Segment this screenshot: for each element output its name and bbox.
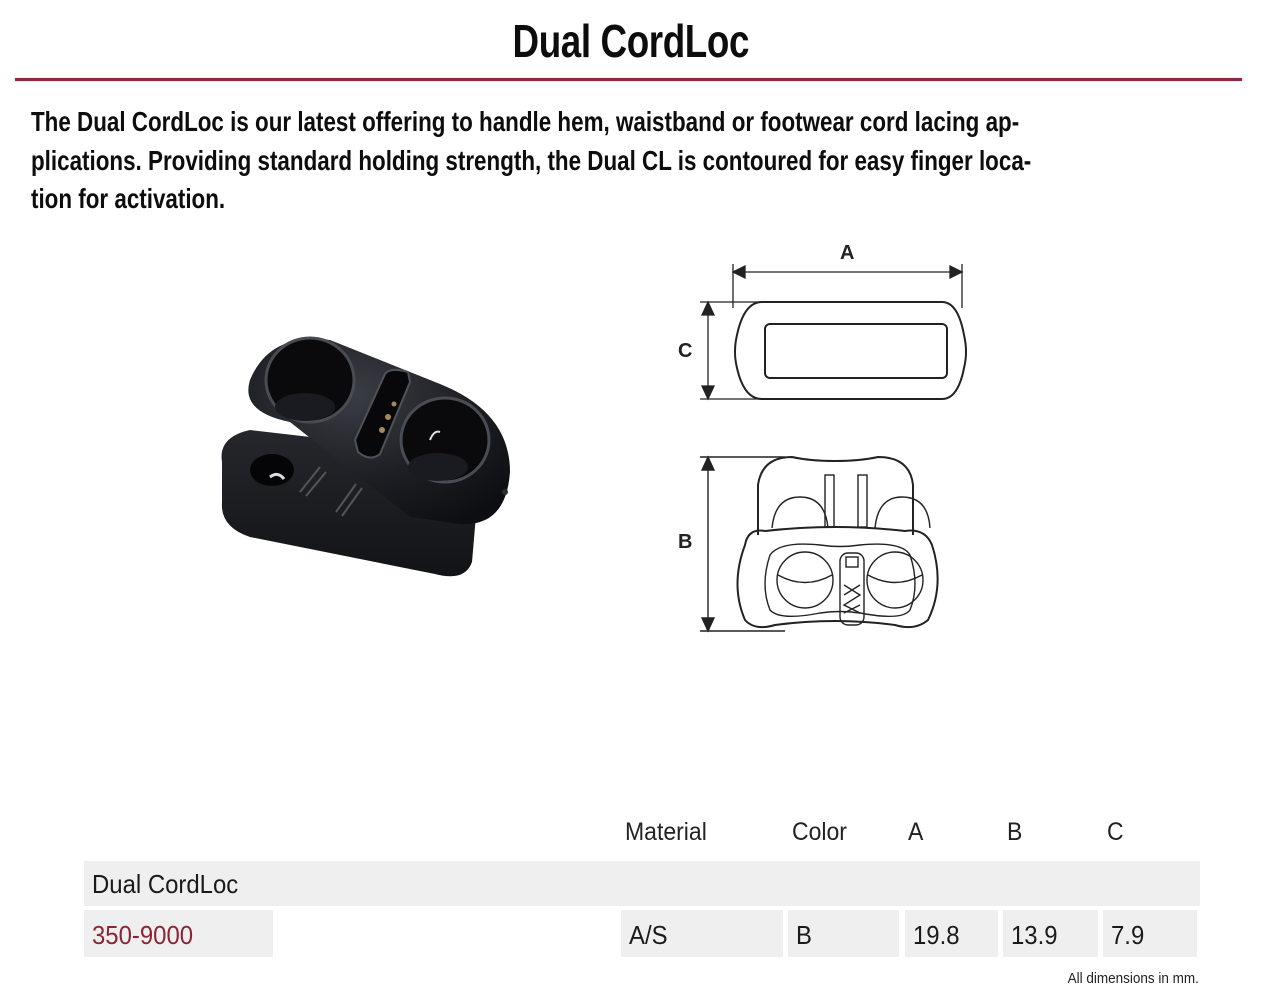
cell-dimension-c: 7.9 — [1103, 910, 1197, 957]
dimension-label-a: A — [840, 242, 855, 264]
dimension-label-b: B — [678, 531, 693, 553]
intro-line: The Dual CordLoc is our latest offering … — [31, 106, 1020, 137]
dimension-label-c: C — [678, 340, 693, 362]
intro-line: tion for activation. — [31, 183, 226, 214]
cell-dimension-a: 19.8 — [905, 910, 998, 957]
intro-paragraph: The Dual CordLoc is our latest offering … — [31, 103, 1191, 219]
page-title: Dual CordLoc — [0, 14, 1261, 68]
intro-line: plications. Providing standard holding s… — [31, 144, 1032, 176]
dimension-drawing-top-view: A C — [670, 240, 980, 410]
title-divider — [15, 78, 1242, 81]
cell-material: A/S — [621, 910, 783, 957]
product-photo — [210, 312, 540, 582]
page-title-text: Dual CordLoc — [512, 15, 749, 67]
column-header-b: B — [1007, 818, 1023, 846]
cell-dimension-b: 13.9 — [1003, 910, 1098, 957]
group-label: Dual CordLoc — [92, 869, 239, 899]
dimension-b-value: 13.9 — [1011, 920, 1058, 950]
cord-lock-top-view-icon — [700, 264, 967, 401]
cell-part-number[interactable]: 350-9000 — [84, 910, 273, 957]
dimension-a-value: 19.8 — [913, 920, 960, 950]
dimension-c-value: 7.9 — [1111, 920, 1145, 950]
cord-lock-photo-icon — [221, 336, 510, 577]
column-header-material: Material — [625, 818, 707, 846]
color-value: B — [796, 920, 812, 950]
column-header-a: A — [908, 818, 924, 846]
part-number: 350-9000 — [92, 920, 194, 950]
cord-lock-front-view-icon — [700, 455, 939, 633]
column-header-c: C — [1107, 818, 1124, 846]
cell-color: B — [788, 910, 899, 957]
units-footnote: All dimensions in mm. — [1067, 970, 1199, 987]
dimension-drawing-front-view: B — [670, 445, 980, 640]
material-value: A/S — [629, 920, 668, 950]
table-group-row: Dual CordLoc — [84, 861, 1200, 906]
column-header-color: Color — [792, 818, 847, 846]
